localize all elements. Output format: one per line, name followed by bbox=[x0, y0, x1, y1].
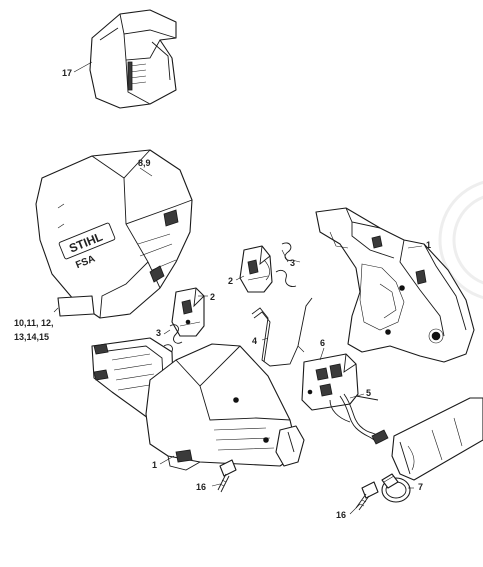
callout-2-top: 2 bbox=[228, 276, 233, 286]
part-16-screw-a bbox=[217, 459, 237, 493]
watermark bbox=[438, 180, 483, 300]
callout-1-left: 1 bbox=[152, 460, 157, 470]
part-16-screw-b bbox=[355, 481, 379, 511]
part-4-wire-bracket bbox=[251, 297, 313, 367]
part-3-spring-top bbox=[275, 242, 301, 287]
handle-tube bbox=[391, 397, 483, 481]
part-2-switch-top bbox=[239, 245, 273, 293]
callout-5: 5 bbox=[366, 388, 371, 398]
callout-10-15-line1: 10,11, 12, bbox=[14, 318, 54, 328]
callout-2-mid: 2 bbox=[210, 292, 215, 302]
part-2-switch-mid bbox=[171, 287, 205, 337]
callout-17: 17 bbox=[62, 68, 72, 78]
part-6-terminal-block bbox=[301, 353, 359, 411]
callout-16-b: 16 bbox=[336, 510, 346, 520]
leader-lines bbox=[73, 61, 423, 515]
part-1-housing-left bbox=[91, 337, 305, 471]
callout-10-15-line2: 13,14,15 bbox=[14, 332, 49, 342]
callout-16-a: 16 bbox=[196, 482, 206, 492]
part-7-clamp bbox=[381, 473, 411, 503]
callout-7: 7 bbox=[418, 482, 423, 492]
callout-3-mid: 3 bbox=[156, 328, 161, 338]
part-10-15-label bbox=[53, 295, 95, 317]
callout-1-right: 1 bbox=[426, 240, 431, 250]
callout-3-top: 3 bbox=[290, 258, 295, 268]
callout-8-9: 8,9 bbox=[138, 158, 151, 168]
part-5-cable-harness bbox=[329, 393, 389, 445]
callout-4: 4 bbox=[252, 336, 257, 346]
part-17-cover bbox=[89, 9, 177, 109]
part-8-9-housing: STIHL FSA bbox=[35, 149, 193, 319]
callouts: 17 8,9 1 2 3 2 3 4 6 5 10,11, 12, 13,14,… bbox=[14, 68, 431, 520]
part-1-housing-right bbox=[315, 207, 475, 363]
callout-6: 6 bbox=[320, 338, 325, 348]
